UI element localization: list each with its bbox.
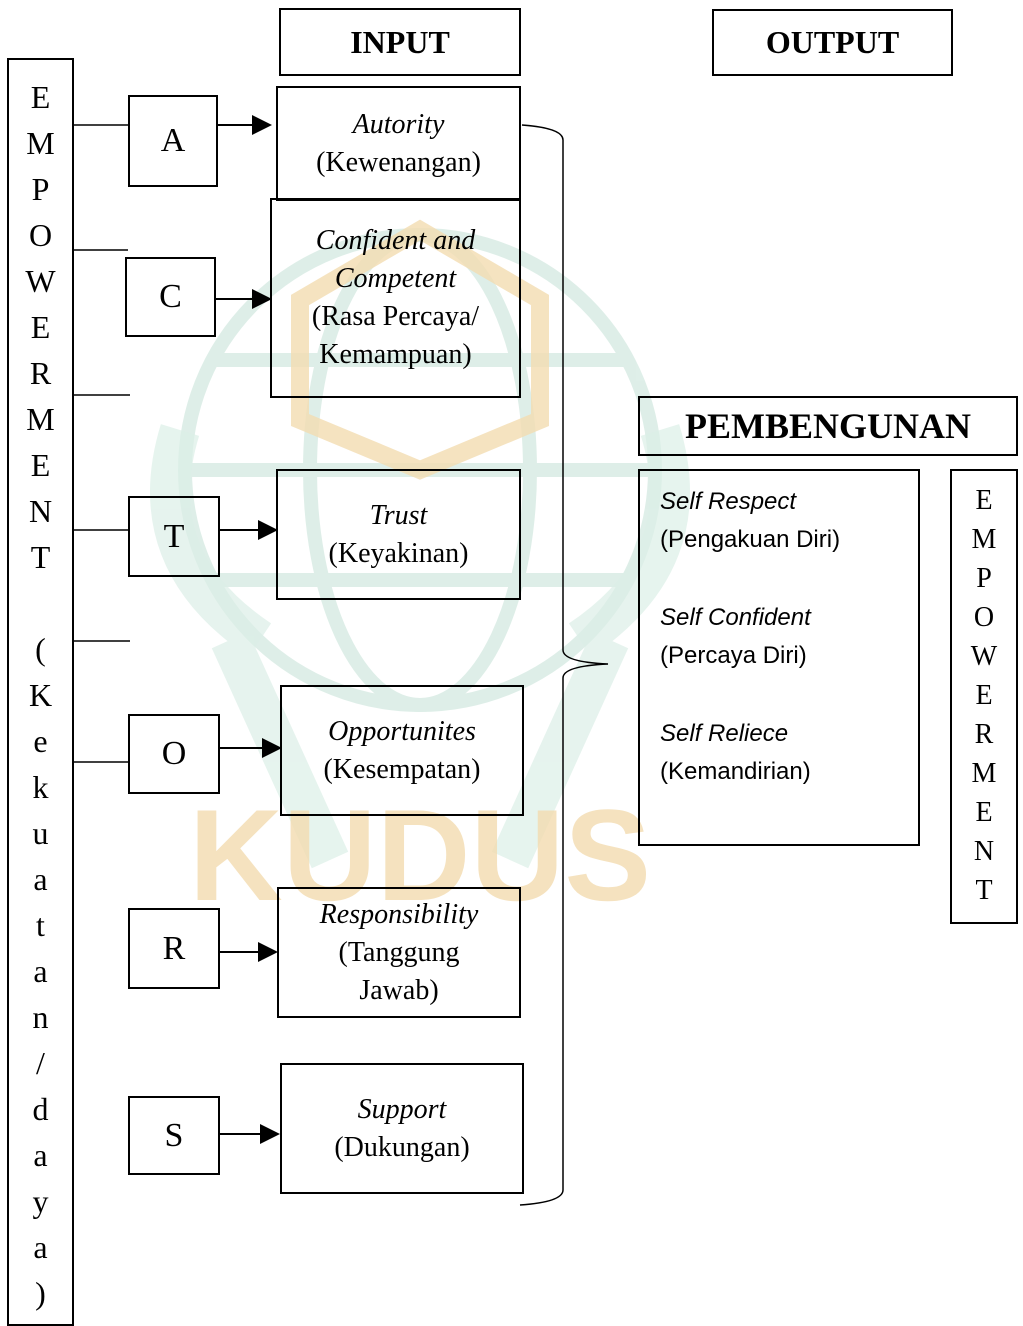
input-desc-confident-2: Kemampuan) xyxy=(319,339,472,370)
output-item-desc: (Kemandirian) xyxy=(660,758,811,785)
left-char: ) xyxy=(35,1275,46,1311)
output-title-box: PEMBENGUNAN xyxy=(638,396,1018,456)
left-char: y xyxy=(32,1183,49,1219)
right-char: O xyxy=(973,602,995,633)
left-char: W xyxy=(25,263,56,299)
right-char: R xyxy=(974,719,994,750)
left-char: N xyxy=(28,493,53,529)
letter-box-r: R xyxy=(128,908,220,989)
input-box-support: Support (Dukungan) xyxy=(280,1063,524,1194)
bracket xyxy=(519,124,609,1206)
left-char: a xyxy=(33,1137,48,1173)
left-char: O xyxy=(28,217,53,253)
right-char: E xyxy=(975,680,993,711)
right-char: W xyxy=(970,641,998,672)
letter-a: A xyxy=(160,122,186,159)
left-char: / xyxy=(36,1045,45,1081)
input-title-opportunites: Opportunites xyxy=(328,715,476,747)
input-title-trust: Trust xyxy=(369,499,428,531)
output-item-title: Self Respect xyxy=(660,488,797,515)
input-box-autority: Autority (Kewenangan) xyxy=(276,86,521,201)
left-char: a xyxy=(33,953,48,989)
letter-box-t: T xyxy=(128,496,220,577)
right-char: T xyxy=(975,875,993,906)
input-box-responsibility: Responsibility (Tanggung Jawab) xyxy=(277,887,521,1018)
input-desc-confident-1: (Rasa Percaya/ xyxy=(311,301,480,332)
letter-r: R xyxy=(162,929,186,967)
output-title: PEMBENGUNAN xyxy=(685,406,971,446)
input-desc-responsibility-1: (Tanggung xyxy=(338,936,460,968)
left-char: T xyxy=(30,539,51,575)
right-char: N xyxy=(973,836,995,867)
input-box-trust: Trust (Keyakinan) xyxy=(276,469,521,600)
output-item-desc: (Pengakuan Diri) xyxy=(660,526,841,553)
input-desc-responsibility-2: Jawab) xyxy=(359,974,439,1006)
left-char: k xyxy=(32,769,49,805)
watermark-text: KUDUS xyxy=(189,782,651,928)
left-char: n xyxy=(32,999,49,1035)
input-box-confident: Confident and Competent (Rasa Percaya/ K… xyxy=(270,198,521,398)
input-header: INPUT xyxy=(279,8,521,76)
letter-box-c: C xyxy=(125,257,216,337)
input-desc-support: (Dukungan) xyxy=(334,1131,470,1163)
right-char: E xyxy=(975,797,993,828)
output-item-title: Self Reliece xyxy=(660,720,789,747)
input-desc-trust: (Keyakinan) xyxy=(328,537,469,569)
input-header-label: INPUT xyxy=(350,23,450,60)
letter-t: T xyxy=(163,517,185,555)
right-char: E xyxy=(975,485,993,516)
left-char: d xyxy=(32,1091,49,1127)
input-desc-autority: (Kewenangan) xyxy=(316,146,481,178)
right-char: M xyxy=(971,758,997,789)
letter-s: S xyxy=(164,1116,184,1154)
letter-box-s: S xyxy=(128,1096,220,1175)
output-item-title: Self Confident xyxy=(660,604,811,631)
empowerment-vertical-right: E M P O W E R M E N T xyxy=(950,469,1018,924)
letter-box-o: O xyxy=(128,714,220,794)
input-title-confident: Confident and Competent xyxy=(315,225,476,294)
letter-c: C xyxy=(159,278,182,315)
right-char: M xyxy=(971,524,997,555)
empowerment-vertical-left: E M P O W E R M E N T ( K e k u a t a n … xyxy=(7,58,74,1326)
left-char: e xyxy=(33,723,48,759)
left-char: K xyxy=(28,677,53,713)
left-char: E xyxy=(30,447,51,483)
left-char: R xyxy=(29,355,52,391)
output-item-desc: (Percaya Diri) xyxy=(660,642,807,669)
left-char: P xyxy=(31,171,50,207)
left-char: u xyxy=(32,815,49,851)
left-char: E xyxy=(30,309,51,345)
input-desc-opportunites: (Kesempatan) xyxy=(323,753,481,785)
letter-box-a: A xyxy=(128,95,218,187)
letter-o: O xyxy=(161,735,187,772)
left-char: t xyxy=(36,907,45,943)
input-title-support: Support xyxy=(357,1093,447,1125)
output-list-box: Self Respect (Pengakuan Diri) Self Confi… xyxy=(638,469,920,846)
left-char: a xyxy=(33,1229,48,1265)
input-box-opportunites: Opportunites (Kesempatan) xyxy=(280,685,524,816)
left-char: ( xyxy=(35,631,46,667)
left-char: E xyxy=(30,79,51,115)
left-char: a xyxy=(33,861,48,897)
left-char: M xyxy=(26,401,55,437)
output-header: OUTPUT xyxy=(712,9,953,76)
output-header-label: OUTPUT xyxy=(765,24,900,60)
right-char: P xyxy=(976,563,992,594)
input-title-autority: Autority xyxy=(352,108,445,140)
input-title-responsibility: Responsibility xyxy=(319,898,479,930)
left-char: M xyxy=(26,125,55,161)
